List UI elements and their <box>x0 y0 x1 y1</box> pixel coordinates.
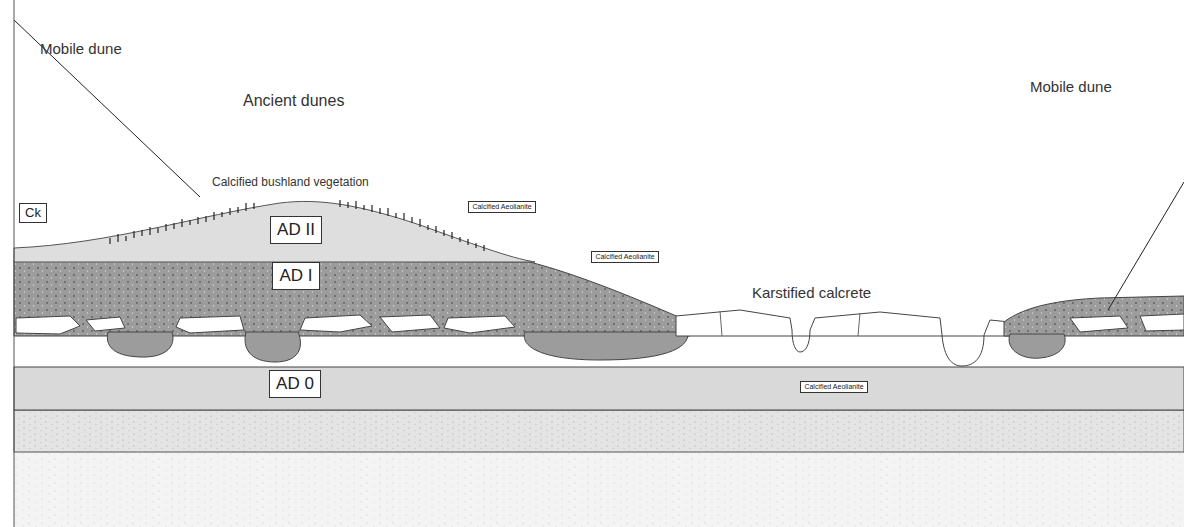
middle-layer <box>14 410 1184 452</box>
layer-label: AD I <box>279 266 312 286</box>
calcrete-joint <box>720 311 860 336</box>
ad1-layer <box>1004 296 1184 336</box>
calcrete-slabs <box>16 315 515 334</box>
ad2-dune <box>14 201 535 262</box>
layer-box: AD 0 <box>269 370 321 398</box>
layer-box: Ck <box>19 203 47 224</box>
calcified-vegetation <box>110 200 484 251</box>
karst-calcrete <box>676 310 1012 366</box>
annotation-label: Mobile dune <box>40 40 122 57</box>
dune-outline <box>14 20 200 197</box>
layer-label: Calcified Aeolianite <box>472 203 531 211</box>
annotation-label: Ancient dunes <box>243 92 344 110</box>
annotation-label: Mobile dune <box>1030 78 1112 95</box>
layer-label: AD 0 <box>276 374 314 394</box>
annotation-label: Calcified bushland vegetation <box>212 176 369 190</box>
solution-pipe <box>1009 334 1065 358</box>
lower-layer <box>14 452 1184 527</box>
ad0-layer <box>14 367 1184 410</box>
solution-pipe <box>245 332 300 362</box>
annotation-label: Karstified calcrete <box>752 284 871 301</box>
layer-box: AD I <box>272 262 319 290</box>
solution-pipe <box>107 332 173 357</box>
layer-box: Calcified Aeolianite <box>591 251 658 263</box>
calcrete-slabs <box>1070 314 1184 332</box>
layer-box: Calcified Aeolianite <box>800 381 867 393</box>
layer-label: Calcified Aeolianite <box>595 253 654 261</box>
layer-label: Ck <box>25 206 41 221</box>
frame-line <box>14 0 15 527</box>
layer-box: AD II <box>270 216 322 244</box>
dune-outline <box>1108 182 1184 310</box>
layer-box: Calcified Aeolianite <box>468 201 535 213</box>
layer-label: Calcified Aeolianite <box>804 383 863 391</box>
layer-label: AD II <box>277 220 315 240</box>
ad1-layer <box>14 260 690 336</box>
solution-pipe <box>524 332 688 360</box>
